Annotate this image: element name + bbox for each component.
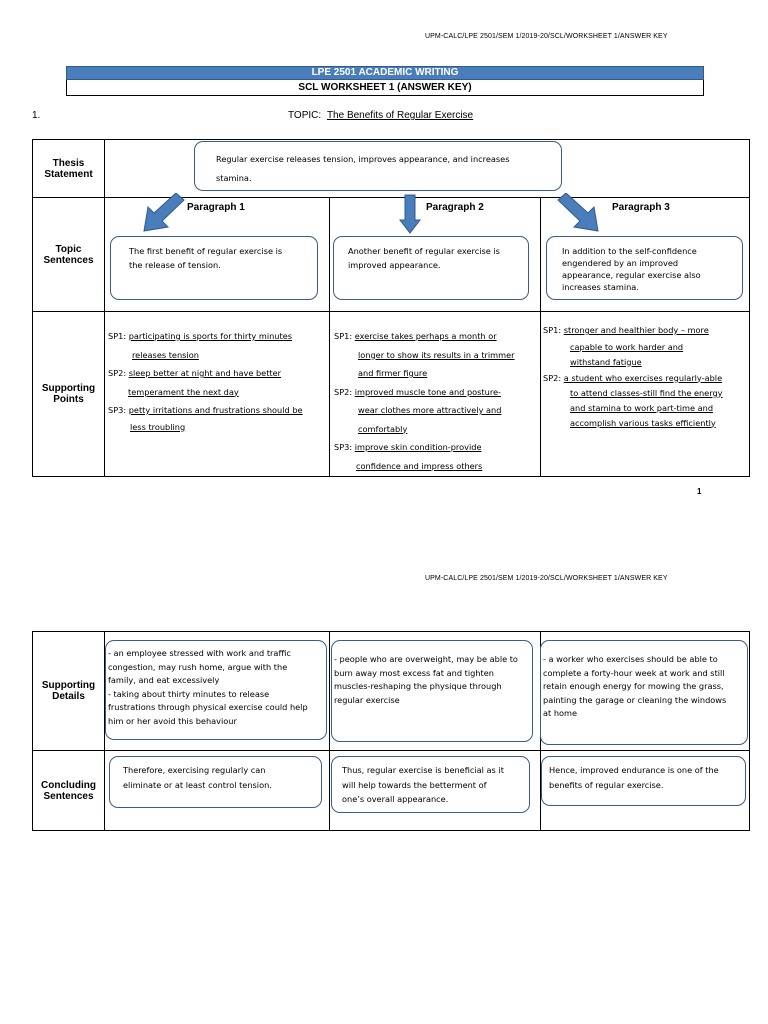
- header-code: UPM-CALC/LPE 2501/SEM 1/2019-20/SCL/WORK…: [425, 33, 668, 40]
- sp-cell-1: [104, 311, 330, 477]
- concluding-bubble-3: [541, 756, 746, 806]
- supporting-points-1: SP1: participating is sports for thirty …: [108, 331, 303, 432]
- topic-value: The Benefits of Regular Exercise: [326, 110, 474, 121]
- arrow-down-right-icon: [557, 193, 599, 232]
- header-code-page-2: UPM-CALC/LPE 2501/SEM 1/2019-20/SCL/WORK…: [425, 575, 668, 582]
- paragraph-2-heading: Paragraph 2: [426, 202, 484, 213]
- concluding-sentence-2: Thus, regular exercise is beneficial as …: [342, 765, 504, 804]
- worksheet-title: SCL WORKSHEET 1 (ANSWER KEY): [66, 80, 704, 96]
- concluding-bubble-2: [331, 756, 530, 813]
- topic-bubble-3: [546, 236, 743, 300]
- supporting-points-2: SP1: exercise takes perhaps a month or l…: [334, 331, 515, 471]
- topic-line: TOPIC: The Benefits of Regular Exercise: [288, 110, 473, 121]
- paragraph-3-heading: Paragraph 3: [612, 202, 670, 213]
- thesis-bubble: [194, 141, 562, 191]
- topic-sentence-1: The first benefit of regular exercise is…: [129, 246, 283, 270]
- sp-cell-3: [539, 311, 751, 477]
- page-number: 1: [697, 487, 702, 496]
- sp-cell-2: [329, 311, 541, 477]
- concluding-bubble-1: [109, 756, 322, 808]
- details-bubble-3: [540, 640, 748, 745]
- question-number: 1.: [32, 110, 41, 121]
- topic-label: TOPIC:: [288, 110, 322, 121]
- thesis-text: Regular exercise releases tension, impro…: [216, 154, 510, 183]
- supporting-details-1: - an employee stressed with work and tra…: [108, 648, 308, 726]
- topic-bubble-2: [333, 236, 529, 300]
- supporting-points-3: SP1: stronger and healthier body – more …: [543, 325, 723, 428]
- supporting-details-2: - people who are overweight, may be able…: [334, 654, 518, 705]
- topic-bubble-1: [110, 236, 318, 300]
- details-bubble-2: [331, 640, 533, 742]
- paragraph-1-heading: Paragraph 1: [187, 202, 245, 213]
- course-title: LPE 2501 ACADEMIC WRITING: [66, 66, 704, 80]
- details-bubble-1: [105, 640, 327, 740]
- supporting-details-3: - a worker who exercises should be able …: [543, 654, 727, 718]
- arrow-down-icon: [399, 194, 421, 234]
- arrow-down-left-icon: [143, 193, 185, 232]
